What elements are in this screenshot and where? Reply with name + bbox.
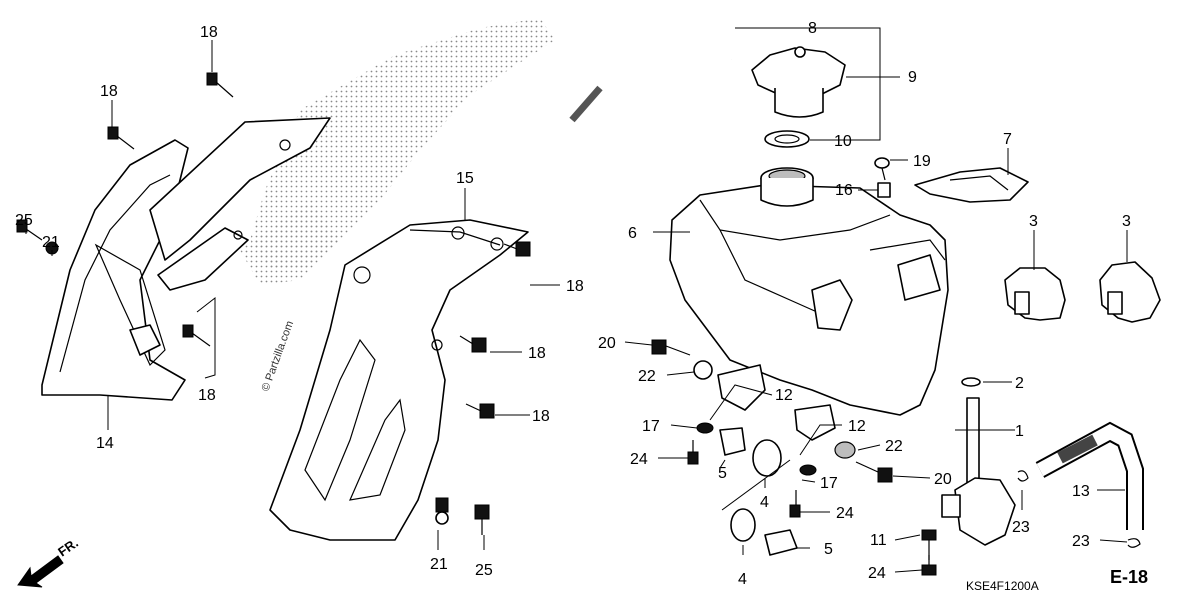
callout-12-right: 12: [848, 418, 866, 435]
callout-22-left: 22: [638, 368, 656, 385]
callout-13: 13: [1072, 483, 1090, 500]
callout-22-right: 22: [885, 438, 903, 455]
front-direction-arrow: FR.: [17, 535, 81, 588]
callout-17-left: 17: [642, 418, 660, 435]
watermark: © Partzilla.com: [260, 319, 297, 393]
tank-rubber-right: [1099, 261, 1161, 323]
callout-numbers: 1 2 3 3 4 4 5 5 6 7 8 9 10 11 12 12 13 1…: [15, 20, 1131, 588]
wing-decal: [240, 18, 555, 285]
callout-23-upper: 23: [1012, 519, 1030, 536]
fuel-tank: [669, 167, 949, 416]
callout-8: 8: [808, 20, 817, 37]
fuel-valve: [941, 397, 1016, 546]
callout-15: 15: [456, 170, 474, 187]
callout-25-left: 25: [15, 212, 33, 229]
callout-21-bottom: 21: [430, 556, 448, 573]
callout-24-bottom: 24: [868, 565, 886, 582]
diagram-code: KSE4F1200A: [966, 579, 1039, 593]
callout-18-right-top: 18: [566, 278, 584, 295]
callout-18-right-middle: 18: [528, 345, 546, 362]
front-arrow-label: FR.: [55, 535, 81, 559]
page-tag: E-18: [1110, 567, 1148, 587]
callout-5-lower: 5: [824, 541, 833, 558]
callout-19: 19: [913, 153, 931, 170]
callout-14: 14: [96, 435, 114, 452]
callout-10: 10: [834, 133, 852, 150]
callout-1: 1: [1015, 423, 1024, 440]
breather-tube: [569, 21, 739, 123]
callout-18-lower-left: 18: [198, 387, 216, 404]
callout-23-lower: 23: [1072, 533, 1090, 550]
callout-16: 16: [835, 182, 853, 199]
tank-rubber-left: [1004, 267, 1066, 321]
tank-strap: [914, 167, 1029, 203]
callout-25-bottom: 25: [475, 562, 493, 579]
callout-4-upper: 4: [760, 494, 769, 511]
shroud-outer: [41, 139, 189, 401]
fuel-line: [1035, 421, 1144, 530]
callout-17-right: 17: [820, 475, 838, 492]
callout-20-left: 20: [598, 335, 616, 352]
callout-6: 6: [628, 225, 637, 242]
cap-washer: [764, 130, 810, 148]
callout-21-left: 21: [42, 234, 60, 251]
callout-5-upper: 5: [718, 465, 727, 482]
callout-24-middle: 24: [836, 505, 854, 522]
shroud-inner: [149, 117, 331, 291]
callout-11: 11: [870, 532, 887, 549]
callout-24-left: 24: [630, 451, 648, 468]
callout-3-left: 3: [1029, 213, 1038, 230]
callout-18-right-bottom: 18: [532, 408, 550, 425]
leader-lines: [25, 27, 1128, 573]
callout-18-top: 18: [200, 24, 218, 41]
callout-3-right: 3: [1122, 213, 1131, 230]
callout-2: 2: [1015, 375, 1024, 392]
fuel-cap: [751, 46, 846, 118]
callout-9: 9: [908, 69, 917, 86]
callout-20-right: 20: [934, 471, 952, 488]
callout-7: 7: [1003, 131, 1012, 148]
callout-12-left: 12: [775, 387, 793, 404]
callout-18-upper-left: 18: [100, 83, 118, 100]
callout-4-lower: 4: [738, 571, 747, 588]
